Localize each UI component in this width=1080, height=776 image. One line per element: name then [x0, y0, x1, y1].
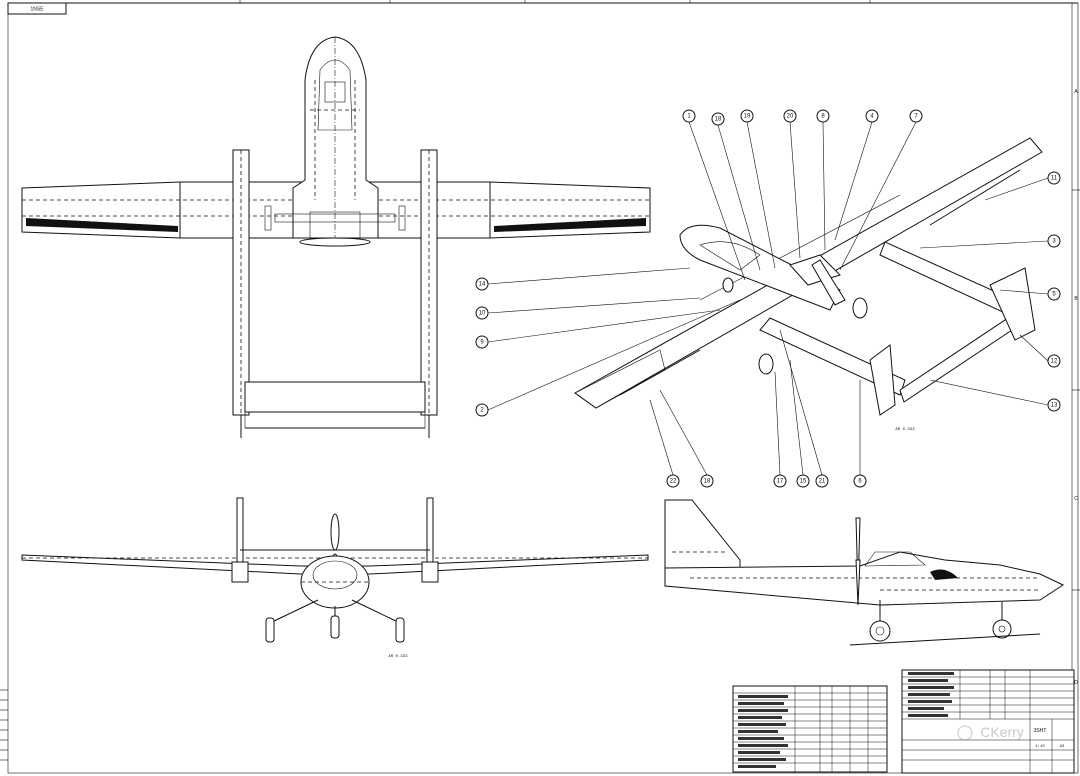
callout-balloon: 5: [1047, 287, 1061, 301]
sheet-tag: 1NSE: [7, 2, 67, 15]
front-view-scale: AR 0.333: [388, 655, 408, 659]
svg-text:22: 22: [670, 479, 677, 485]
parts-list: [732, 685, 888, 773]
svg-text:6: 6: [858, 479, 862, 485]
watermark-text: CKerry: [980, 724, 1024, 740]
front-view: AR 0.333: [21, 497, 649, 659]
svg-text:9: 9: [480, 340, 484, 346]
title-block: 3SHT 1:10 A3: [901, 669, 1075, 774]
svg-text:12: 12: [1051, 359, 1058, 365]
right-aileron: [494, 218, 646, 232]
callout-balloon: 18: [700, 474, 714, 488]
svg-text:3: 3: [1052, 239, 1056, 245]
svg-text:18: 18: [715, 117, 722, 123]
callout-balloon: 1: [682, 109, 696, 123]
callout-balloon: 12: [1047, 354, 1061, 368]
side-view-fuselage: [664, 551, 1065, 606]
svg-text:17: 17: [777, 479, 784, 485]
sheet-tag-text: 1NSE: [30, 6, 44, 12]
top-view-wing: [21, 181, 651, 239]
callout-balloon: 19: [740, 109, 754, 123]
left-main-wheel: [265, 617, 275, 643]
svg-text:4: 4: [870, 114, 874, 120]
right-main-wheel: [395, 617, 405, 643]
svg-text:21: 21: [819, 479, 826, 485]
svg-text:20: 20: [787, 114, 794, 120]
drawing-number: 3SHT: [1034, 728, 1047, 734]
svg-text:1: 1: [687, 114, 691, 120]
callouts-bottom-row: 22 18 17 15 21 6: [666, 474, 867, 488]
left-aileron: [26, 218, 178, 232]
callout-leaders: [487, 121, 1049, 476]
callout-balloon: 9: [475, 335, 489, 349]
svg-text:5: 5: [1052, 292, 1056, 298]
horizontal-tail: [244, 381, 426, 413]
top-view: [21, 36, 651, 438]
callout-balloon: 11: [1047, 171, 1061, 185]
callout-balloon: 6: [853, 474, 867, 488]
svg-text:19: 19: [744, 114, 751, 120]
callout-balloon: 13: [1047, 398, 1061, 412]
iso-left-vertical-tail: [869, 344, 896, 416]
watermark: CKerry: [957, 724, 1024, 741]
svg-text:7: 7: [914, 114, 918, 120]
callouts-left-col: 14 10 9 2: [475, 277, 489, 417]
side-main-wheel: [869, 620, 891, 642]
iso-view-scale: AR 0.333: [895, 428, 915, 432]
callout-balloon: 14: [475, 277, 489, 291]
callout-balloon: 18: [711, 112, 725, 126]
callout-balloon: 15: [796, 474, 810, 488]
iso-right-vertical-tail: [989, 267, 1036, 341]
svg-text:10: 10: [479, 311, 486, 317]
callouts-right-col: 11 3 5 12 13: [1047, 171, 1061, 412]
zone-label-d: D: [1074, 680, 1078, 686]
callout-balloon: 21: [815, 474, 829, 488]
nose-wheel: [330, 615, 340, 639]
isometric-view: AR 0.333: [574, 137, 1043, 432]
zone-label-c: C: [1074, 496, 1078, 502]
zone-labels: A B C D: [1074, 89, 1078, 686]
side-view: [664, 499, 1065, 646]
zone-label-a: A: [1074, 89, 1078, 95]
callout-balloon: 7: [909, 109, 923, 123]
callouts-top-row: 1 18 19 20 8 4 7: [682, 109, 923, 126]
callout-balloon: 2: [475, 403, 489, 417]
svg-text:14: 14: [479, 282, 486, 288]
svg-text:8: 8: [821, 114, 825, 120]
svg-text:18: 18: [704, 479, 711, 485]
top-view-fuselage: [292, 36, 379, 239]
callout-balloon: 3: [1047, 234, 1061, 248]
callout-balloon: 22: [666, 474, 680, 488]
callout-balloon: 4: [865, 109, 879, 123]
sheet-size-label: A3: [1060, 745, 1065, 749]
svg-text:2: 2: [480, 408, 484, 414]
iso-horizontal-tail: [899, 309, 1025, 403]
callout-balloon: 17: [773, 474, 787, 488]
propeller: [330, 513, 340, 551]
scale-label: 1:10: [1035, 745, 1045, 749]
callout-balloon: 20: [783, 109, 797, 123]
svg-text:11: 11: [1051, 176, 1058, 182]
callout-balloon: 10: [475, 306, 489, 320]
side-view-propeller: [855, 517, 861, 591]
svg-text:13: 13: [1051, 403, 1058, 409]
side-nose-wheel: [992, 619, 1012, 639]
callout-balloon: 8: [816, 109, 830, 123]
zone-label-b: B: [1074, 296, 1078, 302]
iso-left-boom: [759, 317, 906, 396]
svg-text:15: 15: [800, 479, 807, 485]
